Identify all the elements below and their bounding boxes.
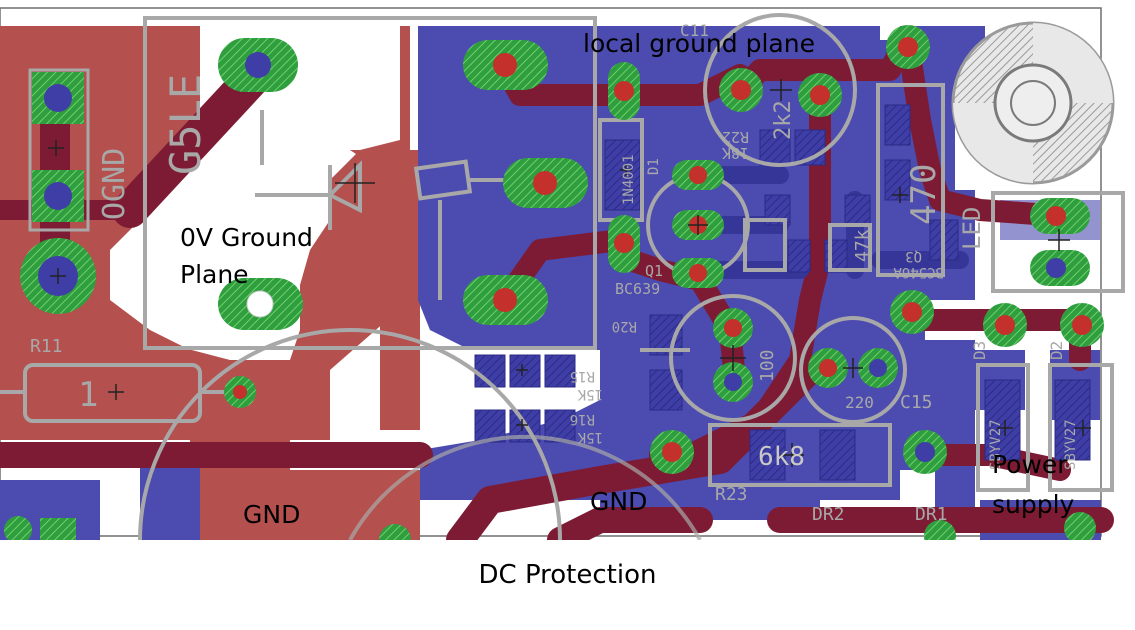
r13-value: 47k	[852, 229, 873, 262]
r16-label: R16	[570, 411, 595, 427]
ognd-connector-outline	[28, 68, 90, 232]
q3-value: BC546A	[893, 264, 944, 280]
c11-label: C11	[680, 21, 709, 40]
relay-outline	[143, 16, 597, 350]
d1-value: 1N4001	[621, 154, 637, 205]
power-supply-label: Power supply	[992, 450, 1075, 519]
ognd-label: OGND	[97, 148, 132, 220]
q1-value: BC639	[615, 280, 660, 298]
r16-value: 15K	[577, 429, 603, 445]
gnd-label-left: GND	[243, 500, 301, 529]
r20-label: R20	[612, 318, 637, 334]
pcb-layout-view: G5LE OGND R11 1 C11 1N4001 D1 R22 18K 2k…	[0, 7, 1125, 540]
d1-label: D1	[646, 158, 662, 175]
r23-label: R23	[715, 484, 748, 505]
r23-value: 6k8	[758, 442, 805, 472]
zero-v-ground-plane	[0, 26, 590, 540]
dr2-label: DR2	[812, 504, 845, 525]
silkscreen-text: G5LE OGND R11 1 C11 1N4001 D1 R22 18K 2k…	[30, 21, 1079, 525]
figure-caption: DC Protection	[478, 560, 657, 590]
r-res-value: 2k2	[771, 100, 796, 140]
relay-label: G5LE	[161, 74, 210, 175]
r22-label: R22	[722, 128, 749, 146]
c15-label: C15	[900, 392, 933, 413]
zero-v-ground-plane-label: 0V Ground Plane	[180, 223, 313, 289]
origin-crosshairs	[48, 79, 1091, 467]
q1-label: Q1	[645, 262, 663, 280]
r-top-value: 470	[904, 164, 944, 225]
r15-value: 15K	[577, 386, 603, 402]
c15-value: 220	[845, 393, 874, 412]
d2-label: D2	[1047, 341, 1066, 360]
sby1-label: SBYV27	[988, 419, 1004, 470]
c-cap-value: 100	[757, 349, 778, 382]
sby2-label: SBYV27	[1063, 419, 1079, 470]
r15-label: R15	[570, 368, 595, 384]
d3-label: D3	[970, 341, 989, 360]
led-label: LED	[958, 207, 986, 250]
dr1-label: DR1	[915, 504, 948, 525]
r11-value: 1	[78, 375, 98, 415]
r11-label: R11	[30, 336, 63, 357]
r22-value: 18K	[722, 144, 749, 162]
local-ground-plane-label: local ground plane	[583, 29, 815, 58]
gnd-label-middle: GND	[590, 487, 648, 516]
mounting-hole	[951, 21, 1115, 185]
q3-label: Q3	[905, 248, 922, 264]
